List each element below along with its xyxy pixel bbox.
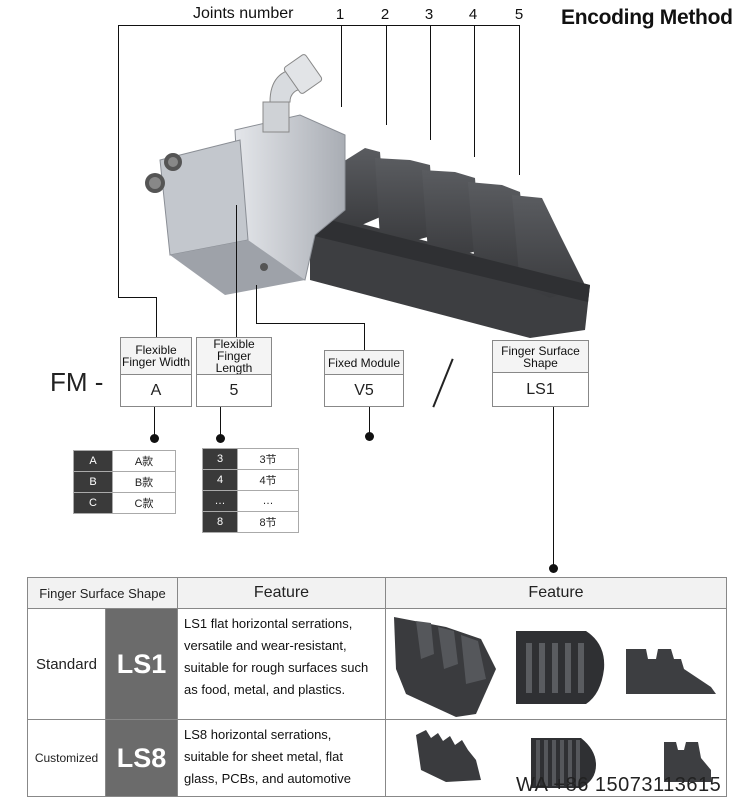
- ls1-images-cell: [385, 608, 727, 720]
- module-dot: [365, 432, 374, 441]
- joint-leader-2: [386, 25, 387, 125]
- row-code-ls8: LS8: [105, 719, 178, 797]
- module-leader-vertical: [256, 285, 257, 323]
- option-key: 4: [202, 469, 238, 491]
- length-options-dot: [216, 434, 225, 443]
- option-label: C款: [112, 492, 176, 514]
- option-label: 3节: [237, 448, 299, 470]
- option-key: 3: [202, 448, 238, 470]
- option-label: B款: [112, 471, 176, 493]
- option-label: 8节: [237, 511, 299, 533]
- surface-shape-table: Finger Surface Shape Feature Feature Sta…: [27, 577, 727, 797]
- ls8-images-cell: [385, 719, 727, 797]
- joint-leader-1: [341, 25, 342, 107]
- joint-leader-5: [519, 25, 520, 175]
- surface-field-value: LS1: [492, 372, 589, 407]
- contact-watermark: WA +86 15073113615: [516, 774, 722, 796]
- joint-leader-3: [430, 25, 431, 140]
- width-leader-drop: [156, 297, 157, 337]
- option-key: …: [202, 490, 238, 512]
- joint-number-1: 1: [335, 6, 345, 23]
- length-field-header: Flexible Finger Length: [196, 337, 272, 374]
- module-leader-horizontal: [256, 323, 364, 324]
- joint-number-5: 5: [514, 6, 524, 23]
- page-title: Encoding Method: [561, 6, 733, 29]
- joint-number-3: 3: [424, 6, 434, 23]
- module-field-value: V5: [324, 374, 404, 407]
- option-key: C: [73, 492, 113, 514]
- width-leader-horizontal: [118, 297, 156, 298]
- feature-header-1: Feature: [177, 577, 386, 609]
- code-separator: [432, 358, 454, 408]
- option-key: A: [73, 450, 113, 472]
- table-row: ……: [202, 490, 299, 512]
- ls1-finger-images: [394, 617, 716, 717]
- length-options-connector: [220, 407, 221, 438]
- row-feature-ls8: LS8 horizontal serrations, suitable for …: [177, 719, 386, 797]
- width-field-header: Flexible Finger Width: [120, 337, 192, 374]
- joint-number-2: 2: [380, 6, 390, 23]
- surface-shape-header: Finger Surface Shape: [27, 577, 178, 609]
- option-key: B: [73, 471, 113, 493]
- option-label: 4节: [237, 469, 299, 491]
- row-feature-ls1: LS1 flat horizontal serrations, versatil…: [177, 608, 386, 720]
- flexible-finger-product-illustration: [145, 54, 590, 338]
- joints-leader-top: [118, 25, 519, 26]
- row-type-customized: Customized: [27, 719, 106, 797]
- surface-field-header: Finger Surface Shape: [492, 340, 589, 372]
- width-leader-vertical: [118, 25, 119, 297]
- module-leader-drop: [364, 323, 365, 350]
- row-type-standard: Standard: [27, 608, 106, 720]
- surface-connector: [553, 407, 554, 567]
- row-code-ls1: LS1: [105, 608, 178, 720]
- length-leader-vertical: [236, 205, 237, 337]
- option-key: 8: [202, 511, 238, 533]
- width-field-value: A: [120, 374, 192, 407]
- feature-header-2: Feature: [385, 577, 727, 609]
- width-options-dot: [150, 434, 159, 443]
- length-field-value: 5: [196, 374, 272, 407]
- option-label: …: [237, 490, 299, 512]
- option-label: A款: [112, 450, 176, 472]
- joint-leader-4: [474, 25, 475, 157]
- joints-number-label: Joints number: [193, 5, 294, 22]
- module-field-header: Fixed Module: [324, 350, 404, 374]
- module-connector: [369, 407, 370, 436]
- surface-dot: [549, 564, 558, 573]
- joint-number-4: 4: [468, 6, 478, 23]
- model-prefix: FM -: [50, 367, 104, 397]
- ls8-finger-images: [416, 730, 711, 788]
- width-options-connector: [154, 407, 155, 438]
